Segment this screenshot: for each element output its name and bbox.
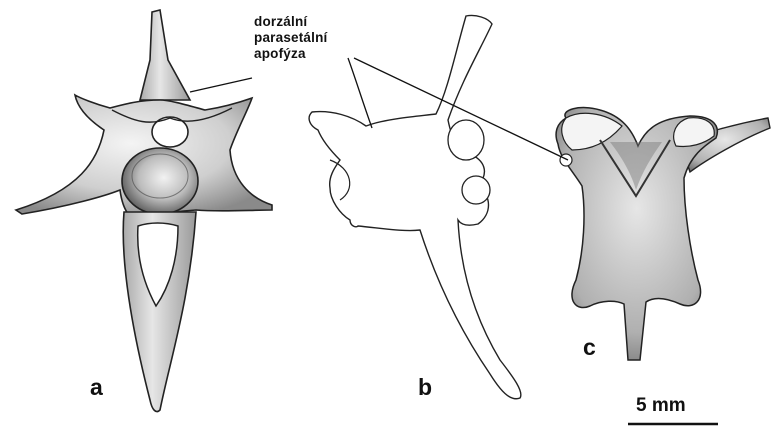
callout-line-3: apofýza [254,46,327,62]
panel-label-b: b [418,374,432,401]
panel-label-c: c [583,334,596,361]
vertebra-c [556,108,770,360]
vertebra-a [16,10,272,412]
callout-line-2: parasetální [254,30,327,46]
scale-bar-label: 5 mm [636,395,686,417]
panel-label-a: a [90,374,103,401]
callout-line-1: dorzální [254,14,327,30]
vertebra-b [309,15,521,398]
callout-label: dorzální parasetální apofýza [254,14,327,62]
